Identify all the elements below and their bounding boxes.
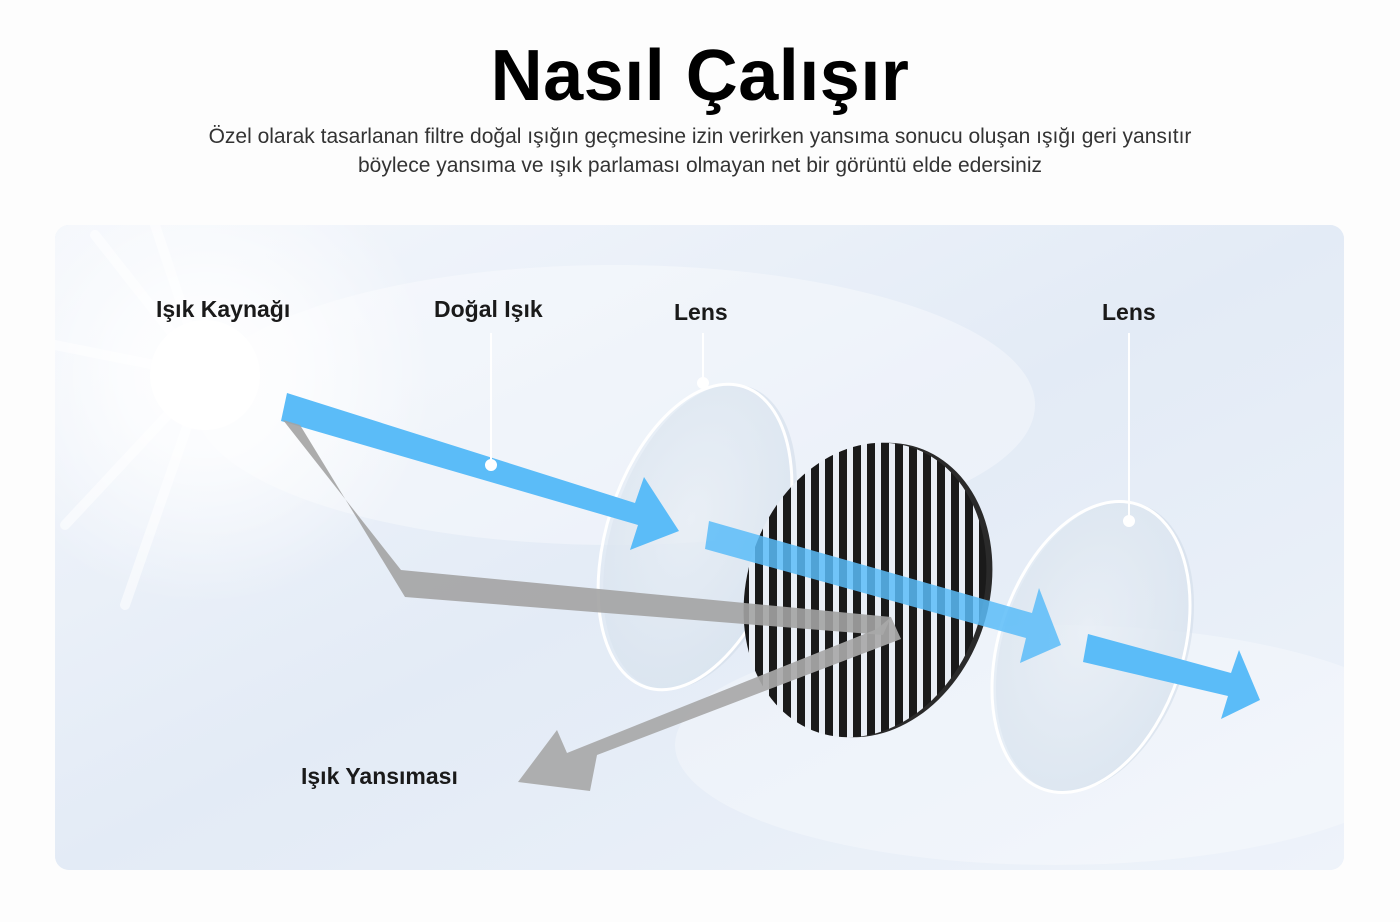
label-lens-front: Lens (674, 299, 728, 325)
reflection-beam (283, 420, 901, 791)
natural-light-arrow-2 (705, 521, 1061, 663)
label-natural-light: Doğal Işık (434, 296, 543, 322)
page-title: Nasıl Çalışır (490, 36, 910, 116)
natural-light-arrow-1 (281, 393, 679, 550)
label-lens-back: Lens (1102, 299, 1156, 325)
label-light-source: Işık Kaynağı (156, 296, 291, 322)
natural-light-beam (281, 393, 1260, 719)
reflection-path-in (283, 420, 891, 635)
how-it-works-diagram: Işık Kaynağı Doğal Işık Lens Lens Işık Y… (55, 225, 1344, 870)
natural-light-arrow-3 (1083, 634, 1260, 719)
page-description: Özel olarak tasarlanan filtre doğal ışığ… (100, 122, 1300, 180)
sun-icon (55, 225, 435, 610)
description-line-1: Özel olarak tasarlanan filtre doğal ışığ… (208, 125, 1192, 148)
diagram-illustration (55, 225, 1344, 870)
label-light-reflection: Işık Yansıması (301, 763, 458, 789)
description-line-2: böylece yansıma ve ışık parlaması olmaya… (357, 154, 1043, 177)
reflection-arrow (518, 617, 901, 791)
leader-lines (485, 333, 1135, 527)
